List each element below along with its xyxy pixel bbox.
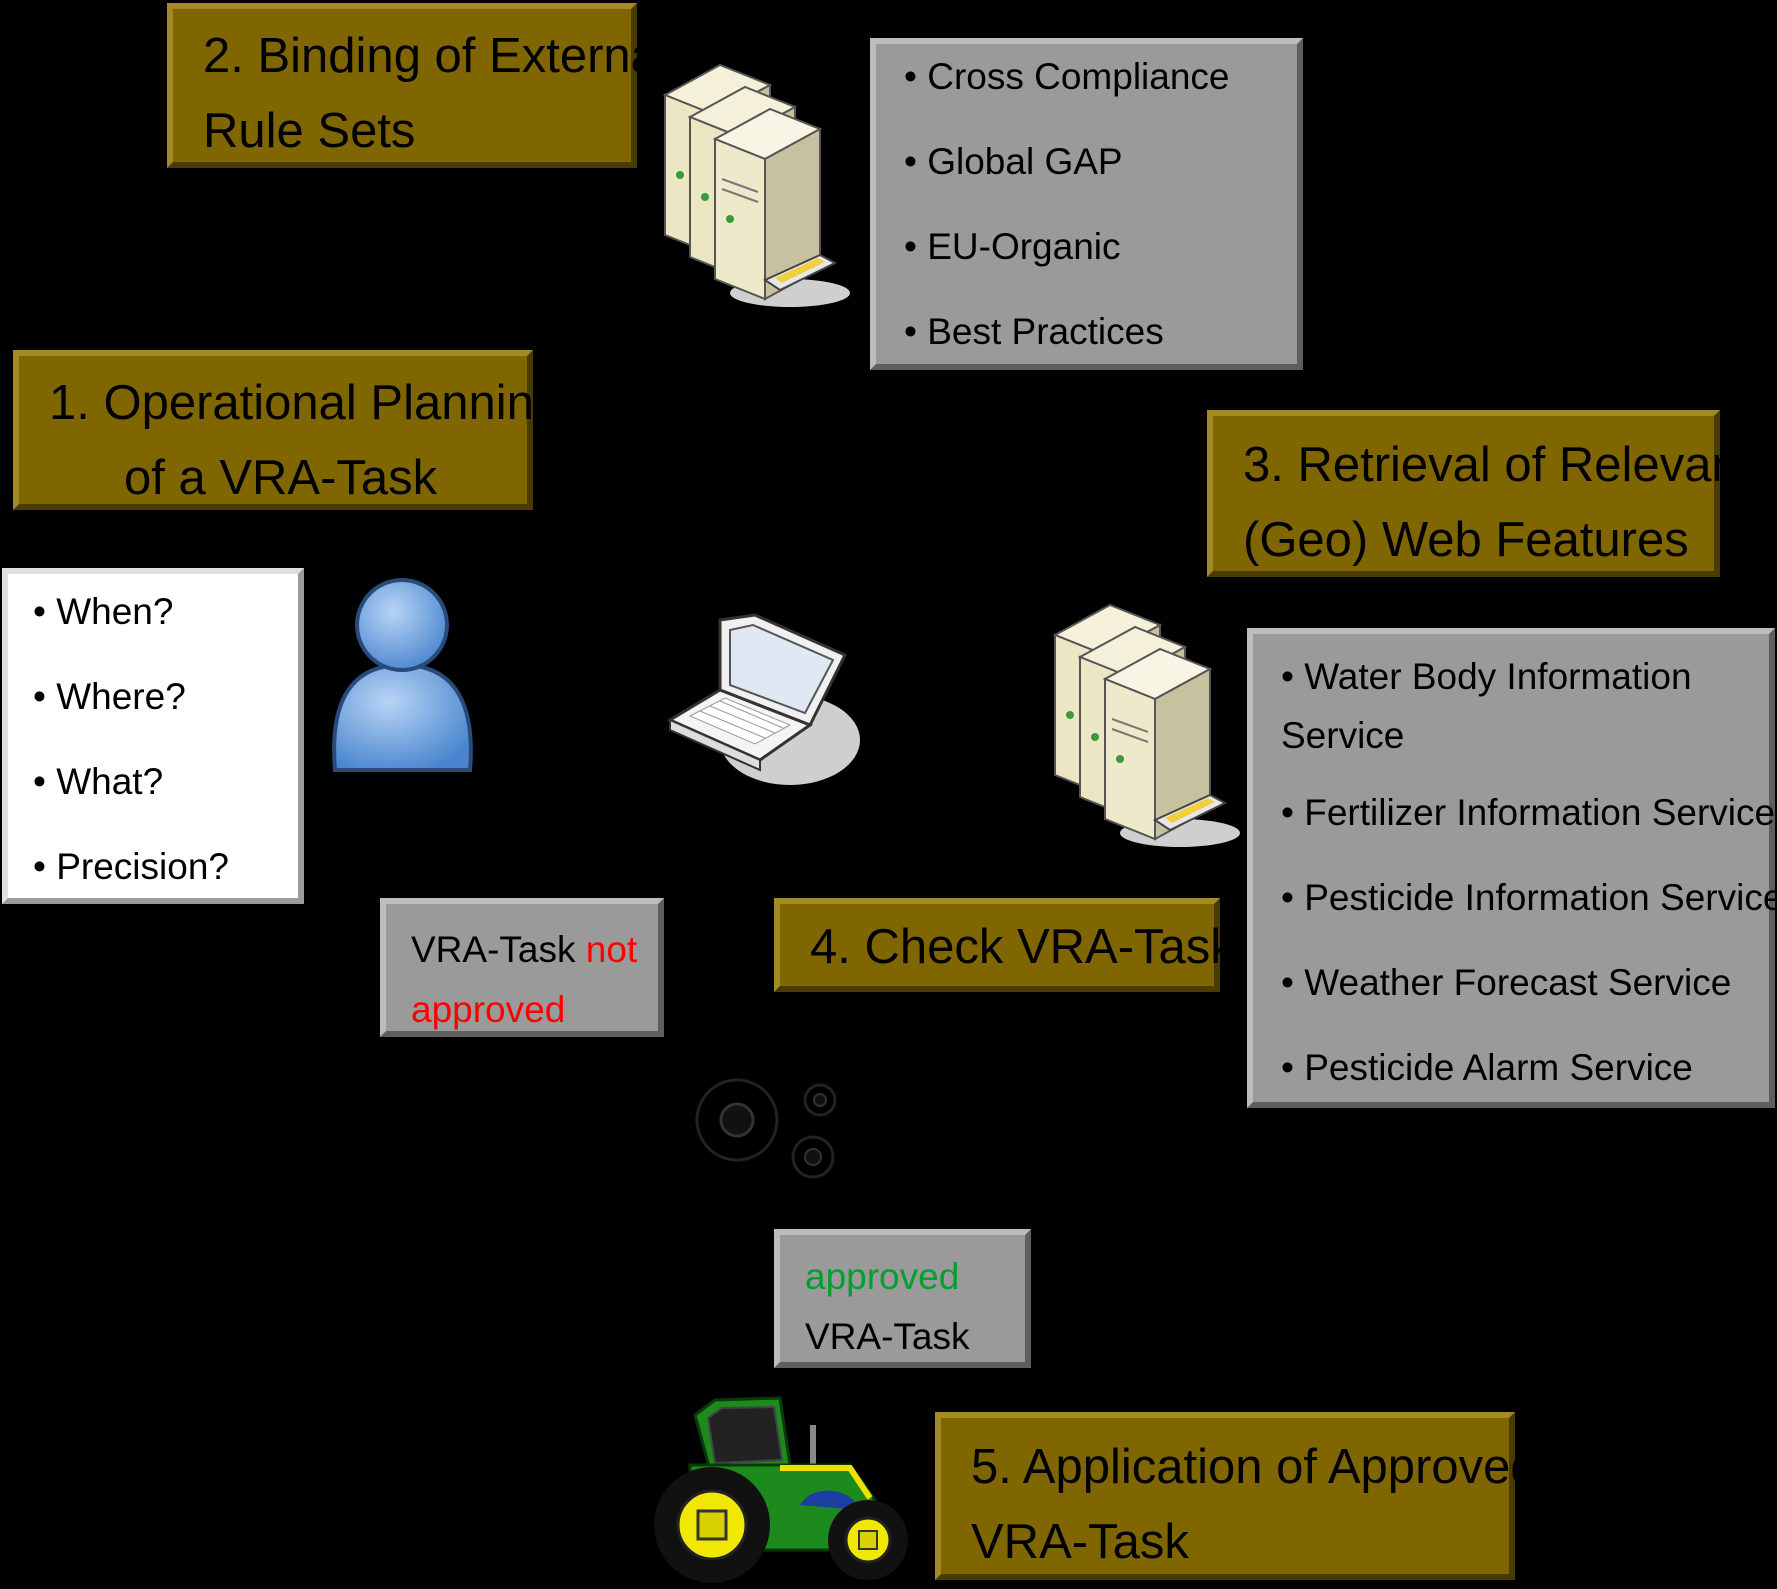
rule-set-item: EU-Organic (904, 226, 1297, 311)
rule-sets-box: Cross Compliance Global GAP EU-Organic B… (870, 38, 1303, 370)
step3-box: 3. Retrieval of Relevant (Geo) Web Featu… (1207, 410, 1753, 577)
bullet: • (1281, 656, 1305, 697)
questions-list: When? Where? What? Precision? (33, 591, 298, 888)
question-item: Where? (33, 676, 298, 761)
question-item: What? (33, 761, 298, 846)
service-item-label-cont: Service (1281, 715, 1405, 756)
step4-box: 4. Check VRA-Task (774, 898, 1235, 992)
server-stack-icon (662, 63, 850, 307)
rule-sets-list: Cross Compliance Global GAP EU-Organic B… (904, 56, 1297, 353)
laptop-icon (666, 613, 860, 785)
step2-box: 2. Binding of External Rule Sets (167, 3, 669, 168)
step4-title: 4. Check VRA-Task (810, 920, 1235, 974)
step3-title-line2: (Geo) Web Features (1243, 513, 1689, 567)
approved-box: approved VRA-Task (774, 1229, 1031, 1368)
approved-label: VRA-Task (805, 1316, 970, 1357)
step5-box: 5. Application of Approved VRA-Task (935, 1412, 1538, 1580)
step2-title-line1: 2. Binding of External (203, 29, 669, 83)
server-stack-icon (1052, 603, 1240, 847)
service-item: Pesticide Information Service (1281, 877, 1777, 962)
service-item: • Water Body Information Service (1281, 647, 1769, 792)
tractor-icon (654, 1396, 908, 1583)
questions-box: When? Where? What? Precision? (2, 568, 304, 904)
rule-set-item: Cross Compliance (904, 56, 1297, 141)
rule-set-item: Global GAP (904, 141, 1297, 226)
question-item: When? (33, 591, 298, 676)
step3-title-line1: 3. Retrieval of Relevant (1243, 438, 1753, 492)
services-list: Fertilizer Information Service Pesticide… (1281, 792, 1777, 1089)
not-approved-status: not (585, 929, 638, 970)
gears-icon (685, 1066, 837, 1179)
not-approved-line1: VRA-Task not (411, 920, 658, 980)
service-item: Pesticide Alarm Service (1281, 1047, 1769, 1089)
service-item: Weather Forecast Service (1281, 962, 1769, 1047)
step1-title-line1: 1. Operational Planning (49, 376, 562, 430)
services-box: • Water Body Information Service Fertili… (1247, 628, 1777, 1108)
question-item: Precision? (33, 846, 298, 888)
step1-title-line2: of a VRA-Task (124, 451, 438, 505)
step2-title-line2: Rule Sets (203, 104, 416, 158)
not-approved-box: VRA-Task not approved (380, 898, 664, 1037)
not-approved-label: VRA-Task (411, 929, 586, 970)
step1-box: 1. Operational Planning of a VRA-Task (13, 350, 562, 510)
step5-title-line2: VRA-Task (971, 1515, 1189, 1569)
service-item-line1: • Water Body Information (1281, 647, 1769, 706)
rule-set-item: Best Practices (904, 311, 1297, 353)
service-item-label: Water Body Information (1304, 656, 1692, 697)
approved-status: approved (805, 1256, 960, 1297)
service-item: Fertilizer Information Service (1281, 792, 1775, 877)
user-icon (332, 578, 473, 772)
not-approved-status-cont: approved (411, 989, 566, 1030)
step5-title-line1: 5. Application of Approved (971, 1440, 1538, 1494)
